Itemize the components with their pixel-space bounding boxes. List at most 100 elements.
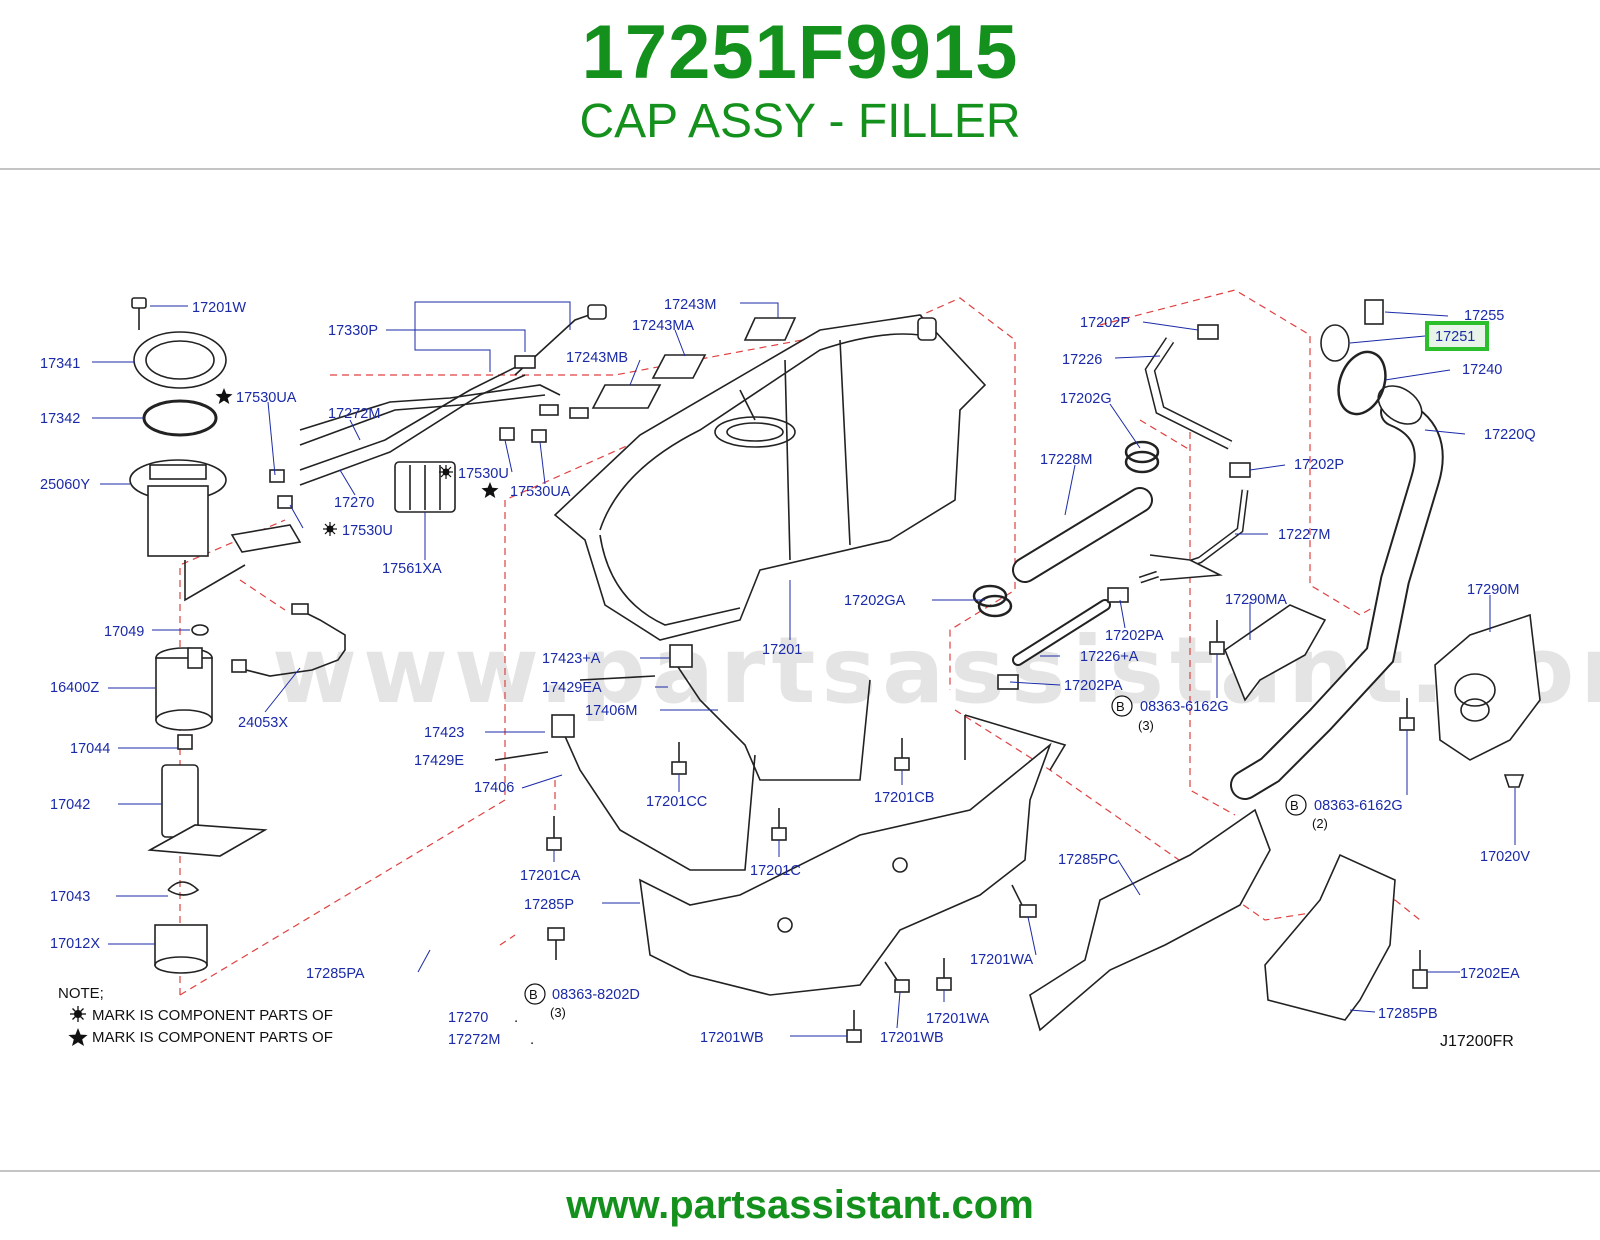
label-17201w: 17201W xyxy=(192,300,246,316)
label-17201c: 17201C xyxy=(750,863,801,879)
label-17406m: 17406M xyxy=(585,703,637,719)
label-17044: 17044 xyxy=(70,741,110,757)
label-17201wa-2: 17201WA xyxy=(926,1011,989,1027)
label-17406: 17406 xyxy=(474,780,514,796)
bolt-17201wb xyxy=(884,961,910,993)
label-17202ga: 17202GA xyxy=(844,593,906,609)
bolt-17201ca xyxy=(546,816,562,851)
filler-neck xyxy=(1029,299,1541,1032)
label-17202pa-2: 17202PA xyxy=(1064,678,1123,694)
bolt-marker-b-3 xyxy=(524,983,546,1005)
filler-cap-part xyxy=(1320,324,1350,362)
label-17243mb: 17243MB xyxy=(566,350,628,366)
bolt-17201cc xyxy=(671,742,687,775)
fuel-tubes xyxy=(269,304,797,513)
label-17243ma: 17243MA xyxy=(632,318,694,334)
bolt-17201wa-2 xyxy=(936,958,952,991)
label-17530u-1: 17530U xyxy=(458,466,509,482)
bolt-08363-8202d xyxy=(547,927,565,960)
label-17226-a: 17226+A xyxy=(1080,649,1139,665)
label-17270: 17270 xyxy=(334,495,374,511)
clip-17202ea xyxy=(1412,950,1428,989)
label-17042: 17042 xyxy=(50,797,90,813)
note-block: NOTE; MARK IS COMPONENT PARTS OF 17270 .… xyxy=(58,388,534,1048)
label-17020v: 17020V xyxy=(1480,849,1530,865)
fuel-tank xyxy=(553,314,987,641)
header-divider xyxy=(0,168,1600,170)
label-17285pa: 17285PA xyxy=(306,966,365,982)
label-17530u-2: 17530U xyxy=(342,523,393,539)
label-17423: 17423 xyxy=(424,725,464,741)
bolt-marker-b-3-letter: B xyxy=(529,987,538,1002)
label-17342: 17342 xyxy=(40,411,80,427)
label-24053x: 24053X xyxy=(238,715,288,731)
label-17202ea: 17202EA xyxy=(1460,966,1520,982)
label-17285pc: 17285PC xyxy=(1058,852,1118,868)
label-17228m: 17228M xyxy=(1040,452,1092,468)
label-17530ua-2: 17530UA xyxy=(510,484,571,500)
footer-url[interactable]: www.partsassistant.com xyxy=(566,1183,1034,1227)
label-17272m: 17272M xyxy=(328,406,380,422)
label-17202pa-1: 17202PA xyxy=(1105,628,1164,644)
note-ref-17272m: 17272M xyxy=(448,1032,500,1048)
star-mark-icon xyxy=(68,1028,88,1046)
filler-hoses xyxy=(972,324,1327,702)
label-17201wb-1: 17201WB xyxy=(700,1030,764,1046)
footer-divider xyxy=(0,1170,1600,1172)
bolt-marker-b-1-letter: B xyxy=(1116,699,1125,714)
tank-protector xyxy=(639,714,1067,996)
label-17243m: 17243M xyxy=(664,297,716,313)
part-name: CAP ASSY - FILLER xyxy=(579,95,1021,148)
star-mark-icon-17530ua-2 xyxy=(481,482,499,498)
bolt-17201wb-2 xyxy=(846,1010,862,1043)
label-17240: 17240 xyxy=(1462,362,1502,378)
note-title: NOTE; xyxy=(58,985,104,1002)
label-17049: 17049 xyxy=(104,624,144,640)
label-08363-6162g-2: 08363-6162G xyxy=(1314,798,1403,814)
label-17561xa: 17561XA xyxy=(382,561,442,577)
label-17202g: 17202G xyxy=(1060,391,1112,407)
label-17330p: 17330P xyxy=(328,323,378,339)
note-dot-2: . xyxy=(530,1031,534,1048)
label-17201ca: 17201CA xyxy=(520,868,581,884)
label-17285p: 17285P xyxy=(524,897,574,913)
label-17341: 17341 xyxy=(40,356,80,372)
bolt-17201c xyxy=(771,808,787,841)
watermark: www.partsassistant.com xyxy=(272,617,1600,724)
star-mark-icon-17530ua-1 xyxy=(215,388,233,404)
label-16400z: 16400Z xyxy=(50,680,99,696)
label-17201: 17201 xyxy=(762,642,802,658)
label-17429e: 17429E xyxy=(414,753,464,769)
label-17202p-1: 17202P xyxy=(1080,315,1130,331)
label-17220q: 17220Q xyxy=(1484,427,1536,443)
label-17043: 17043 xyxy=(50,889,90,905)
label-qty-2: (2) xyxy=(1312,816,1328,831)
sun-mark-icon xyxy=(70,1006,86,1022)
label-17201cb: 17201CB xyxy=(874,790,934,806)
note-ref-17270: 17270 xyxy=(448,1010,488,1026)
bolt-marker-b-2-letter: B xyxy=(1290,798,1299,813)
bolt-17201wa xyxy=(1011,884,1037,918)
highlight-box-17251 xyxy=(1425,321,1489,351)
label-17530ua-1: 17530UA xyxy=(236,390,297,406)
label-17290m: 17290M xyxy=(1467,582,1519,598)
label-17255: 17255 xyxy=(1464,308,1504,324)
note-line-1: MARK IS COMPONENT PARTS OF xyxy=(92,1007,333,1024)
diagram-code: J17200FR xyxy=(1440,1033,1514,1050)
part-number: 17251F9915 xyxy=(581,10,1019,95)
tank-straps xyxy=(494,644,871,871)
label-17201cc: 17201CC xyxy=(646,794,707,810)
label-17429ea: 17429EA xyxy=(542,680,602,696)
label-17201wa-1: 17201WA xyxy=(970,952,1033,968)
label-qty-3-b: (3) xyxy=(550,1005,566,1020)
label-qty-3-a: (3) xyxy=(1138,718,1154,733)
label-17202p-2: 17202P xyxy=(1294,457,1344,473)
part-labels: 17201W 17341 17342 25060Y 17530UA 17530U… xyxy=(40,297,1536,1046)
label-17251: 17251 xyxy=(1435,329,1475,345)
label-17012x: 17012X xyxy=(50,936,100,952)
label-17227m: 17227M xyxy=(1278,527,1330,543)
note-dot-1: . xyxy=(514,1009,518,1026)
header: 17251F9915 CAP ASSY - FILLER xyxy=(0,0,1600,168)
label-17423-a: 17423+A xyxy=(542,651,601,667)
label-08363-6162g-1: 08363-6162G xyxy=(1140,699,1229,715)
